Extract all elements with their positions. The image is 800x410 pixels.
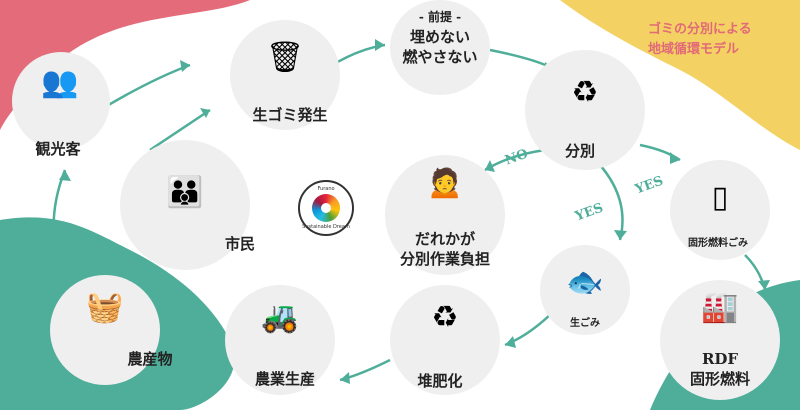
label-produce: 農産物 bbox=[127, 350, 173, 368]
node-farming bbox=[225, 285, 335, 395]
node-food-waste bbox=[540, 245, 630, 335]
node-produce bbox=[50, 275, 160, 385]
label-sorting: 分別 bbox=[564, 142, 596, 160]
factory-icon: 🏭 bbox=[701, 290, 739, 325]
burdened-people-icon: 🙍 bbox=[426, 165, 464, 200]
label-burden-2: 分別作業負担 bbox=[399, 250, 491, 268]
compost-bin-icon: ♻ bbox=[431, 300, 459, 335]
label-rdf-2: 固形燃料 bbox=[689, 370, 751, 388]
citizens-icon: 👪 bbox=[166, 175, 204, 210]
furano-sustainable-dream-logo: Furano Sustainable Dream bbox=[298, 180, 354, 236]
label-solid-fuel-waste: 固形燃料ごみ bbox=[688, 238, 748, 249]
node-tourists bbox=[12, 52, 110, 150]
label-tourists: 観光客 bbox=[35, 140, 81, 158]
node-garbage bbox=[230, 20, 340, 130]
label-rdf-1: RDF bbox=[701, 350, 739, 368]
label-citizens: 市民 bbox=[224, 235, 256, 253]
node-citizens bbox=[120, 140, 250, 270]
tourists-icon: 👥 bbox=[41, 65, 79, 100]
diagram-title: ゴミの分別による 地域循環モデル bbox=[648, 22, 752, 57]
node-premise bbox=[390, 0, 490, 95]
recycle-bins-icon: ♻ bbox=[571, 75, 599, 110]
fish-bone-icon: 🐟 bbox=[566, 265, 604, 300]
tractor-icon: 🚜 bbox=[261, 300, 299, 335]
arrow-tourists-garbage bbox=[99, 63, 191, 112]
trash-can-icon: 🗑 bbox=[265, 40, 305, 75]
farmers-icon: 🧺 bbox=[86, 290, 124, 325]
arrow-sorting-food bbox=[599, 164, 624, 241]
label-food-waste: 生ごみ bbox=[570, 318, 600, 329]
node-sorting bbox=[525, 50, 645, 170]
label-premise-head: - 前提 - bbox=[418, 10, 462, 24]
milk-carton-icon: ▯ bbox=[711, 180, 729, 215]
label-compost: 堆肥化 bbox=[417, 372, 463, 390]
label-burden-1: だれかが bbox=[414, 230, 476, 248]
label-premise-1: 埋めない bbox=[409, 28, 471, 46]
node-compost bbox=[390, 285, 500, 395]
node-burden bbox=[385, 155, 505, 275]
node-rdf bbox=[660, 280, 780, 400]
label-garbage: 生ゴミ発生 bbox=[252, 106, 328, 124]
node-solid-fuel-waste bbox=[670, 160, 770, 260]
red-blob bbox=[0, 0, 250, 130]
arrow-produce-tourists bbox=[52, 169, 67, 271]
label-premise-2: 燃やさない bbox=[402, 48, 478, 66]
yellow-blob bbox=[560, 0, 800, 150]
label-farming: 農業生産 bbox=[254, 370, 316, 388]
